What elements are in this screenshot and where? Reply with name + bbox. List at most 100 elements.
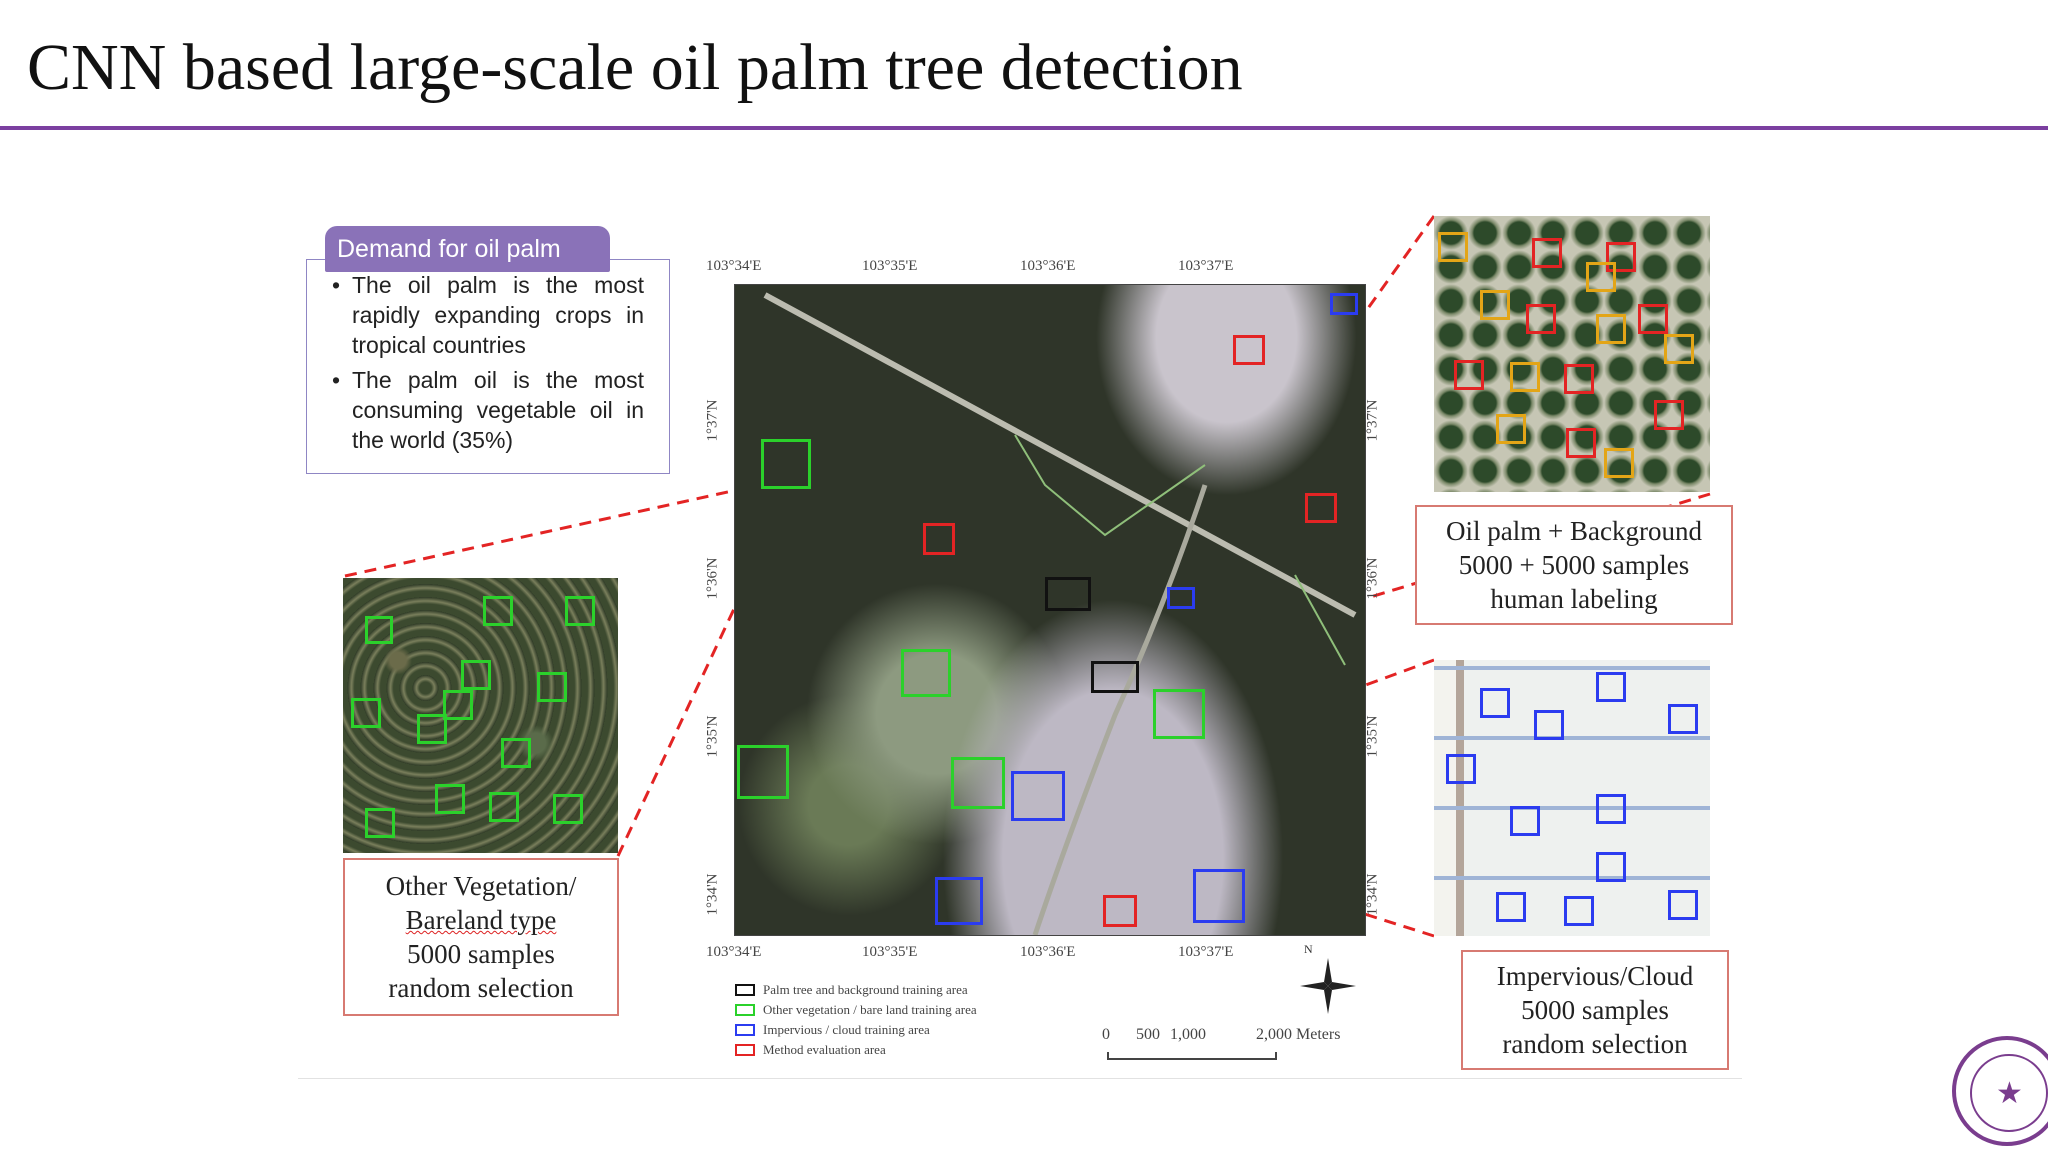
vegetation-area-box [1153, 689, 1205, 739]
map-left-tick: 1°37'N [704, 399, 721, 442]
sample-box [365, 808, 395, 838]
map-left-tick: 1°34'N [704, 873, 721, 916]
evaluation-area-box [1103, 895, 1137, 927]
map-bottom-tick: 103°36'E [1020, 944, 1076, 960]
demand-bullet-1: The oil palm is the most rapidly expandi… [332, 270, 644, 360]
scale-label: 500 [1136, 1026, 1160, 1043]
map-right-tick: 1°34'N [1364, 873, 1381, 916]
sample-box [1566, 428, 1596, 458]
caption-line: random selection [388, 973, 574, 1003]
legend-label: Impervious / cloud training area [763, 1022, 930, 1037]
slide-title: CNN based large-scale oil palm tree dete… [27, 31, 1243, 104]
sample-box [1586, 262, 1616, 292]
sample-box [1664, 334, 1694, 364]
caption-line: Oil palm + Background [1446, 516, 1702, 546]
sample-box [1604, 448, 1634, 478]
map-roads [763, 292, 1357, 935]
impervious-sample-image [1434, 660, 1710, 936]
bottom-divider [298, 1078, 1742, 1079]
palm-caption: Oil palm + Background 5000 + 5000 sample… [1415, 505, 1733, 625]
caption-line: human labeling [1490, 584, 1658, 614]
sample-box [565, 596, 595, 626]
impervious-area-box [1193, 869, 1245, 923]
sample-box [1526, 304, 1556, 334]
sample-box [1668, 890, 1698, 920]
vegetation-sample-image [343, 578, 618, 853]
vegetation-area-box [951, 757, 1005, 809]
sample-box [1480, 688, 1510, 718]
sample-box [1446, 754, 1476, 784]
satellite-map [734, 284, 1366, 936]
sample-box [501, 738, 531, 768]
map-legend: Palm tree and background training area O… [735, 980, 977, 1060]
vegetation-area-box [901, 649, 951, 697]
sample-box [1496, 414, 1526, 444]
scale-bar [1107, 1052, 1277, 1060]
map-right-tick: 1°37'N [1364, 399, 1381, 442]
impervious-area-box [1330, 293, 1358, 315]
caption-line: Other Vegetation/ [385, 871, 577, 901]
sample-box [461, 660, 491, 690]
legend-label: Method evaluation area [763, 1042, 886, 1057]
vegetation-area-box [737, 745, 789, 799]
sample-box [1654, 400, 1684, 430]
sample-box [1454, 360, 1484, 390]
sample-box [537, 672, 567, 702]
demand-bullets: The oil palm is the most rapidly expandi… [332, 270, 644, 460]
legend-item: Palm tree and background training area [735, 980, 977, 1000]
sample-box [1510, 806, 1540, 836]
legend-item: Method evaluation area [735, 1040, 977, 1060]
caption-line: 5000 samples [1521, 995, 1669, 1025]
map-top-tick: 103°35'E [862, 258, 918, 274]
demand-heading: Demand for oil palm [325, 226, 610, 272]
map-right-tick: 1°36'N [1364, 557, 1381, 600]
sample-box [553, 794, 583, 824]
caption-line: Impervious/Cloud [1496, 961, 1694, 991]
evaluation-area-box [1305, 493, 1337, 523]
vegetation-area-box [761, 439, 811, 489]
university-seal-logo: ★ [1952, 1036, 2048, 1146]
sample-box [1596, 794, 1626, 824]
map-left-tick: 1°35'N [704, 715, 721, 758]
sample-box [1534, 710, 1564, 740]
legend-item: Impervious / cloud training area [735, 1020, 977, 1040]
caption-line: 5000 + 5000 samples [1458, 550, 1690, 580]
sample-box [435, 784, 465, 814]
sample-box [1564, 896, 1594, 926]
demand-bullet-2: The palm oil is the most consuming veget… [332, 365, 644, 455]
north-arrow-icon [1300, 958, 1356, 1014]
sample-box [1480, 290, 1510, 320]
legend-label: Palm tree and background training area [763, 982, 968, 997]
sample-box [1638, 304, 1668, 334]
map-top-tick: 103°34'E [706, 258, 762, 274]
impervious-area-box [1167, 587, 1195, 609]
palm-area-box [1091, 661, 1139, 693]
star-icon: ★ [1996, 1077, 2023, 1110]
map-right-tick: 1°35'N [1364, 715, 1381, 758]
palm-sample-image [1434, 216, 1710, 492]
map-left-tick: 1°36'N [704, 557, 721, 600]
legend-swatch [735, 1004, 755, 1016]
caption-line: random selection [1502, 1029, 1688, 1059]
sample-box [1496, 892, 1526, 922]
sample-box [417, 714, 447, 744]
evaluation-area-box [923, 523, 955, 555]
sample-box [365, 616, 393, 644]
sample-box [1668, 704, 1698, 734]
scale-label: 1,000 [1170, 1026, 1206, 1043]
sample-box [483, 596, 513, 626]
sample-box [1510, 362, 1540, 392]
sample-box [1564, 364, 1594, 394]
sample-box [1596, 314, 1626, 344]
scale-label: 0 [1102, 1026, 1110, 1043]
north-label: N [1304, 942, 1313, 956]
legend-item: Other vegetation / bare land training ar… [735, 1000, 977, 1020]
map-bottom-tick: 103°37'E [1178, 944, 1234, 960]
impervious-area-box [935, 877, 983, 925]
palm-area-box [1045, 577, 1091, 611]
connector-line [344, 475, 797, 578]
map-bottom-tick: 103°35'E [862, 944, 918, 960]
scale-label: 2,000 Meters [1256, 1026, 1341, 1043]
caption-line: 5000 samples [407, 939, 555, 969]
sample-box [1596, 852, 1626, 882]
